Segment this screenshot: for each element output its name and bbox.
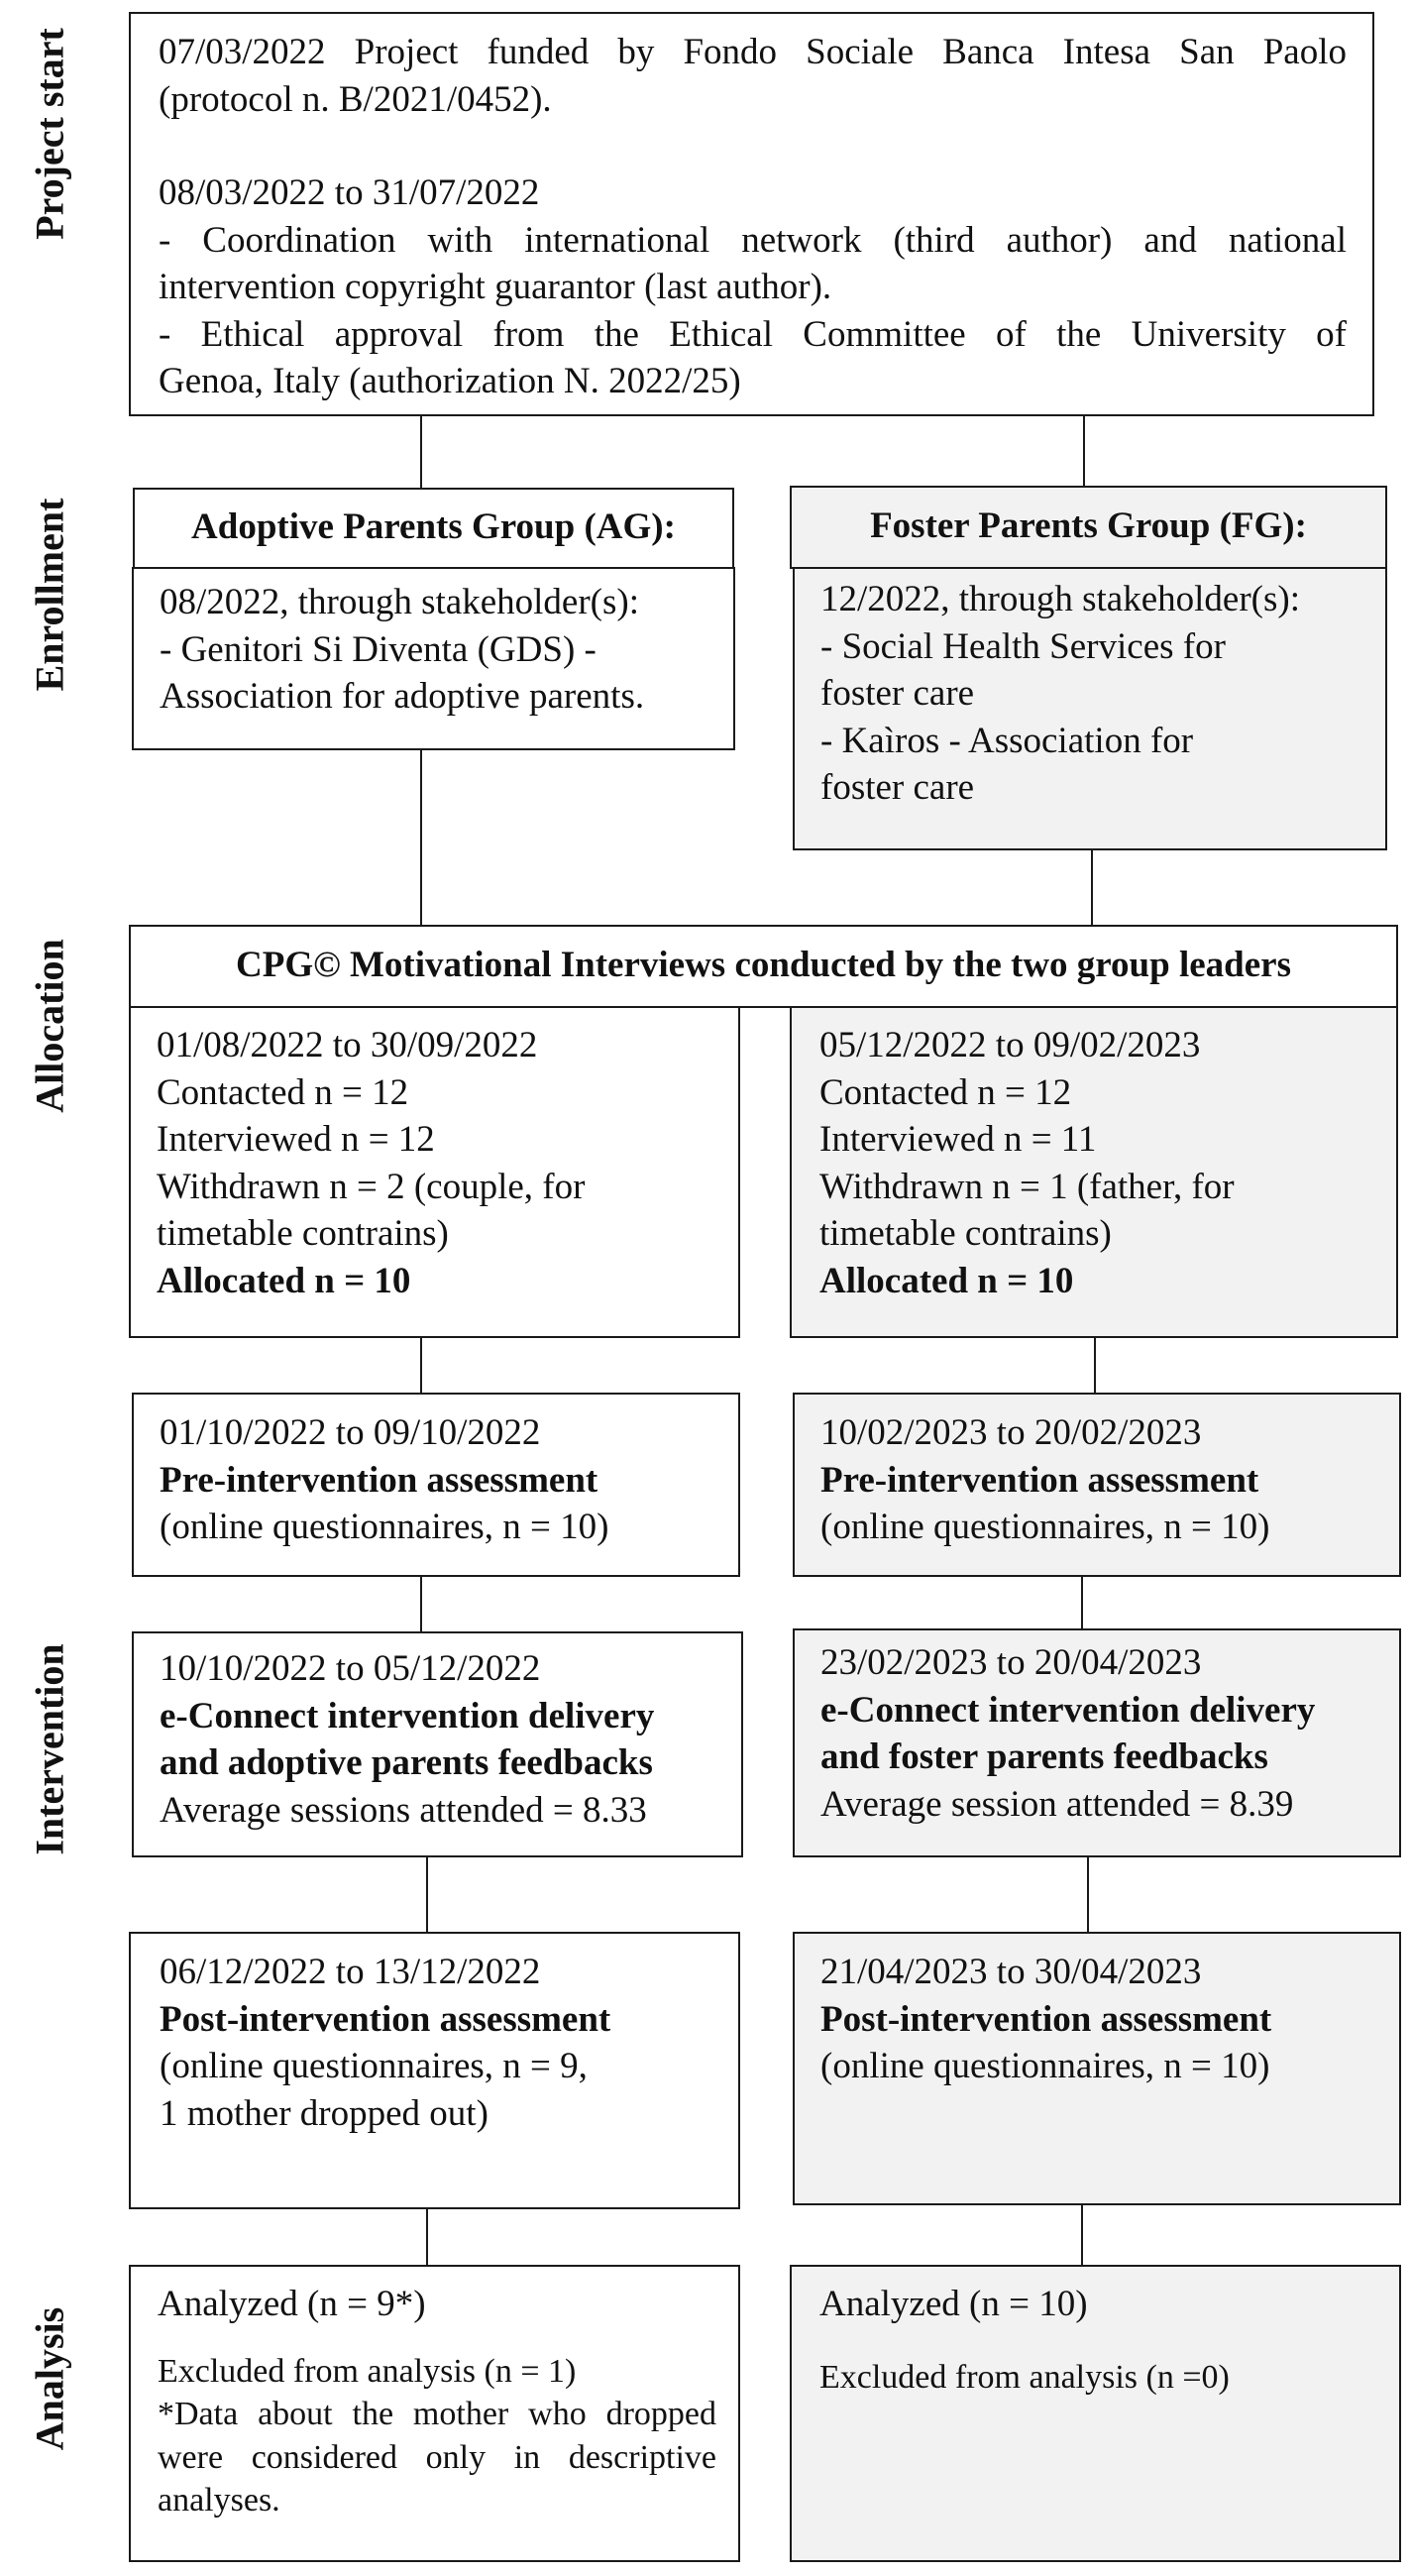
connector [426,1857,428,1932]
fg-contacted: Contacted n = 12 [819,1071,1072,1113]
ag-intervention-period: 10/10/2022 to 05/12/2022 [160,1648,541,1689]
ag-note-2: were considered only in descriptive [158,2438,716,2476]
ag-post-title: Post-intervention assessment [160,1998,611,2040]
fg-enroll-line: foster care [820,767,975,808]
fg-enroll-line: foster care [820,673,975,714]
project-coordination-line-2: intervention copyright guarantor (last a… [159,267,832,307]
fg-post-title: Post-intervention assessment [820,1998,1272,2040]
connector [420,416,422,488]
ag-note: *Data about the mother who dropped [158,2396,716,2432]
spacer [159,123,1347,169]
spacer [158,2328,716,2350]
project-coordination-line: - Coordination with international networ… [159,219,1347,261]
ag-allocated: Allocated n = 10 [157,1260,411,1301]
fg-withdrawn: Withdrawn n = 1 (father, for [819,1166,1235,1207]
fg-enroll-line: 12/2022, through stakeholder(s): [820,579,1300,619]
fg-pre-period: 10/02/2023 to 20/02/2023 [820,1412,1202,1453]
connector [426,2209,428,2265]
ag-post-dropout: 1 mother dropped out) [160,2092,488,2134]
ag-allocation-period: 01/08/2022 to 30/09/2022 [157,1025,538,1065]
ag-post-period: 06/12/2022 to 13/12/2022 [160,1952,541,1992]
ag-post-assessment-box: 06/12/2022 to 13/12/2022 Post-interventi… [129,1932,740,2209]
ag-pre-period: 01/10/2022 to 09/10/2022 [160,1412,541,1453]
project-period-line: 08/03/2022 to 31/07/2022 [159,172,540,213]
fg-pre-assessment-box: 10/02/2023 to 20/02/2023 Pre-interventio… [793,1393,1401,1577]
cpg-interviews-header: CPG© Motivational Interviews conducted b… [129,925,1398,1008]
connector [420,1577,422,1631]
fg-pre-detail: (online questionnaires, n = 10) [820,1507,1270,1547]
connector [1081,2205,1083,2265]
fg-intervention-title: e-Connect intervention delivery [820,1689,1316,1731]
fg-allocation-box: 05/12/2022 to 09/02/2023 Contacted n = 1… [790,1006,1398,1338]
spacer [819,2328,1399,2356]
fg-average-sessions: Average session attended = 8.39 [820,1783,1294,1825]
connector [420,1338,422,1393]
ag-interviewed: Interviewed n = 12 [157,1119,435,1160]
ag-excluded: Excluded from analysis (n = 1) [158,2352,577,2390]
ag-enroll-line: - Genitori Si Diventa (GDS) - [160,628,597,670]
fg-post-period: 21/04/2023 to 30/04/2023 [820,1952,1202,1992]
ag-analysis-box: Analyzed (n = 9*) Excluded from analysis… [129,2265,740,2562]
ag-intervention-title-2: and adoptive parents feedbacks [160,1742,653,1783]
ag-enroll-line: Association for adoptive parents. [160,676,645,717]
fg-enroll-line: - Kaìros - Association for [820,720,1194,761]
fg-withdrawn-reason: timetable contrains) [819,1213,1112,1254]
fg-allocation-period: 05/12/2022 to 09/02/2023 [819,1025,1201,1065]
project-ethics-line-2: Genoa, Italy (authorization N. 2022/25) [159,361,741,401]
fg-allocated: Allocated n = 10 [819,1260,1074,1301]
fg-post-detail: (online questionnaires, n = 10) [820,2046,1270,2086]
fg-pre-title: Pre-intervention assessment [820,1459,1259,1501]
project-ethics-line: - Ethical approval from the Ethical Comm… [159,313,1347,355]
project-start-box: 07/03/2022 Project funded by Fondo Socia… [129,12,1374,416]
ag-post-detail: (online questionnaires, n = 9, [160,2046,588,2086]
connector [1091,850,1093,925]
ag-intervention-box: 10/10/2022 to 05/12/2022 e-Connect inter… [132,1631,743,1857]
ag-pre-assessment-box: 01/10/2022 to 09/10/2022 Pre-interventio… [132,1393,740,1577]
connector [1087,1857,1089,1932]
fg-intervention-box: 23/02/2023 to 20/04/2023 e-Connect inter… [793,1628,1401,1857]
fg-intervention-title-2: and foster parents feedbacks [820,1736,1268,1777]
connector [1083,416,1085,488]
ag-pre-title: Pre-intervention assessment [160,1459,598,1501]
ag-contacted: Contacted n = 12 [157,1071,409,1113]
connector [420,750,422,925]
ag-pre-detail: (online questionnaires, n = 10) [160,1507,609,1547]
project-protocol-line: (protocol n. B/2021/0452). [159,78,552,120]
fg-enroll-line: - Social Health Services for [820,625,1226,667]
connector [1094,1338,1096,1393]
fg-group-header: Foster Parents Group (FG): [790,486,1387,569]
ag-note-3: analyses. [158,2482,280,2519]
fg-analyzed: Analyzed (n = 10) [819,2284,1088,2324]
ag-allocation-box: 01/08/2022 to 30/09/2022 Contacted n = 1… [129,1006,740,1338]
project-funding-line: 07/03/2022 Project funded by Fondo Socia… [159,32,1347,72]
ag-analyzed: Analyzed (n = 9*) [158,2284,426,2324]
ag-enroll-line: 08/2022, through stakeholder(s): [160,582,639,622]
ag-intervention-title: e-Connect intervention delivery [160,1695,655,1736]
fg-post-assessment-box: 21/04/2023 to 30/04/2023 Post-interventi… [793,1932,1401,2205]
ag-group-header: Adoptive Parents Group (AG): [133,488,734,569]
ag-average-sessions: Average sessions attended = 8.33 [160,1789,647,1831]
fg-analysis-box: Analyzed (n = 10) Excluded from analysis… [790,2265,1401,2562]
fg-interviewed: Interviewed n = 11 [819,1119,1097,1160]
connector [1081,1577,1083,1631]
ag-enrollment-box: 08/2022, through stakeholder(s): - Genit… [132,567,735,750]
fg-intervention-period: 23/02/2023 to 20/04/2023 [820,1642,1202,1683]
ag-withdrawn-reason: timetable contrains) [157,1213,449,1254]
fg-enrollment-box: 12/2022, through stakeholder(s): - Socia… [793,567,1387,850]
fg-excluded: Excluded from analysis (n =0) [819,2358,1230,2396]
ag-withdrawn: Withdrawn n = 2 (couple, for [157,1166,586,1207]
